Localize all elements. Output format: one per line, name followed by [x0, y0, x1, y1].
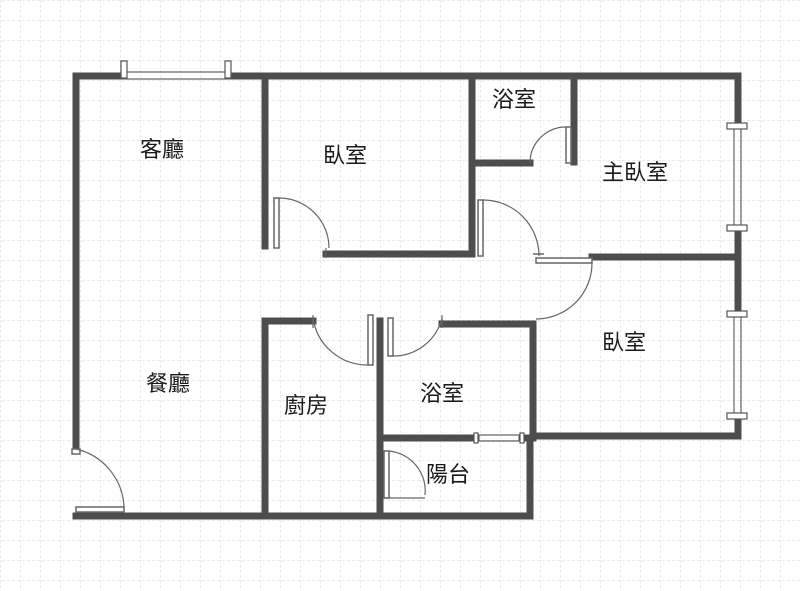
- door-bathroom1: [529, 126, 572, 164]
- label-bedroom-2: 臥室: [602, 331, 647, 356]
- door-balcony: [383, 450, 426, 499]
- label-bathroom-1: 浴室: [492, 88, 537, 113]
- window-top: [120, 60, 232, 80]
- label-bathroom-2: 浴室: [420, 382, 465, 407]
- window-balcony: [473, 432, 525, 444]
- label-kitchen: 廚房: [284, 394, 329, 419]
- door-bedroom1: [273, 197, 330, 258]
- door-bathroom2: [387, 315, 443, 357]
- door-master: [477, 199, 544, 257]
- label-bedroom-1: 臥室: [323, 144, 368, 169]
- window-master: [726, 122, 748, 232]
- doors: [71, 126, 593, 513]
- door-bedroom2: [535, 257, 593, 320]
- label-dining-room: 餐廳: [146, 372, 191, 397]
- door-entry: [71, 448, 125, 513]
- label-living-room: 客廳: [140, 138, 185, 163]
- label-balcony: 陽台: [426, 463, 471, 488]
- label-master-bedroom: 主臥室: [602, 161, 669, 186]
- window-bedroom2: [726, 310, 748, 420]
- walls: [72, 72, 742, 520]
- windows: [120, 60, 748, 444]
- door-kitchen: [312, 314, 374, 366]
